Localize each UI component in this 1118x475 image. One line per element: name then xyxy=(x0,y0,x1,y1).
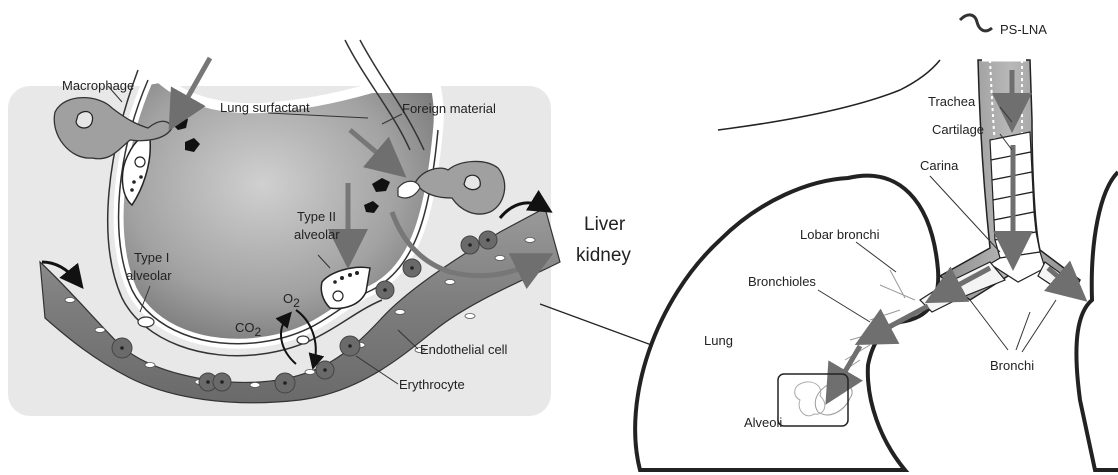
right-lung xyxy=(1076,172,1118,470)
label-type-i-line2: alveolar xyxy=(126,268,172,283)
label-erythrocyte: Erythrocyte xyxy=(399,377,465,392)
label-liver: Liver xyxy=(584,214,626,235)
type-i-cell-2 xyxy=(297,336,309,344)
label-alveoli: Alveoli xyxy=(744,415,782,430)
label-ps-lna: PS-LNA xyxy=(1000,22,1047,37)
label-endothelial-cell: Endothelial cell xyxy=(420,342,508,357)
label-cartilage: Cartilage xyxy=(932,122,984,137)
label-kidney: kidney xyxy=(576,245,631,266)
label-type-i-line1: Type I xyxy=(134,250,169,265)
label-type-ii-line1: Type II xyxy=(297,209,336,224)
ps-lna-molecule xyxy=(960,15,992,31)
label-bronchioles: Bronchioles xyxy=(748,274,816,289)
type-i-cell xyxy=(138,317,154,327)
label-type-ii-line2: alveolar xyxy=(294,227,340,242)
body-outline xyxy=(718,60,940,130)
label-lobar-bronchi: Lobar bronchi xyxy=(800,227,880,242)
label-lung-surfactant: Lung surfactant xyxy=(220,100,310,115)
label-carina: Carina xyxy=(920,158,959,173)
label-foreign-material: Foreign material xyxy=(402,101,496,116)
label-macrophage: Macrophage xyxy=(62,78,134,93)
label-trachea: Trachea xyxy=(928,94,976,109)
label-lung: Lung xyxy=(704,333,733,348)
label-bronchi: Bronchi xyxy=(990,358,1034,373)
